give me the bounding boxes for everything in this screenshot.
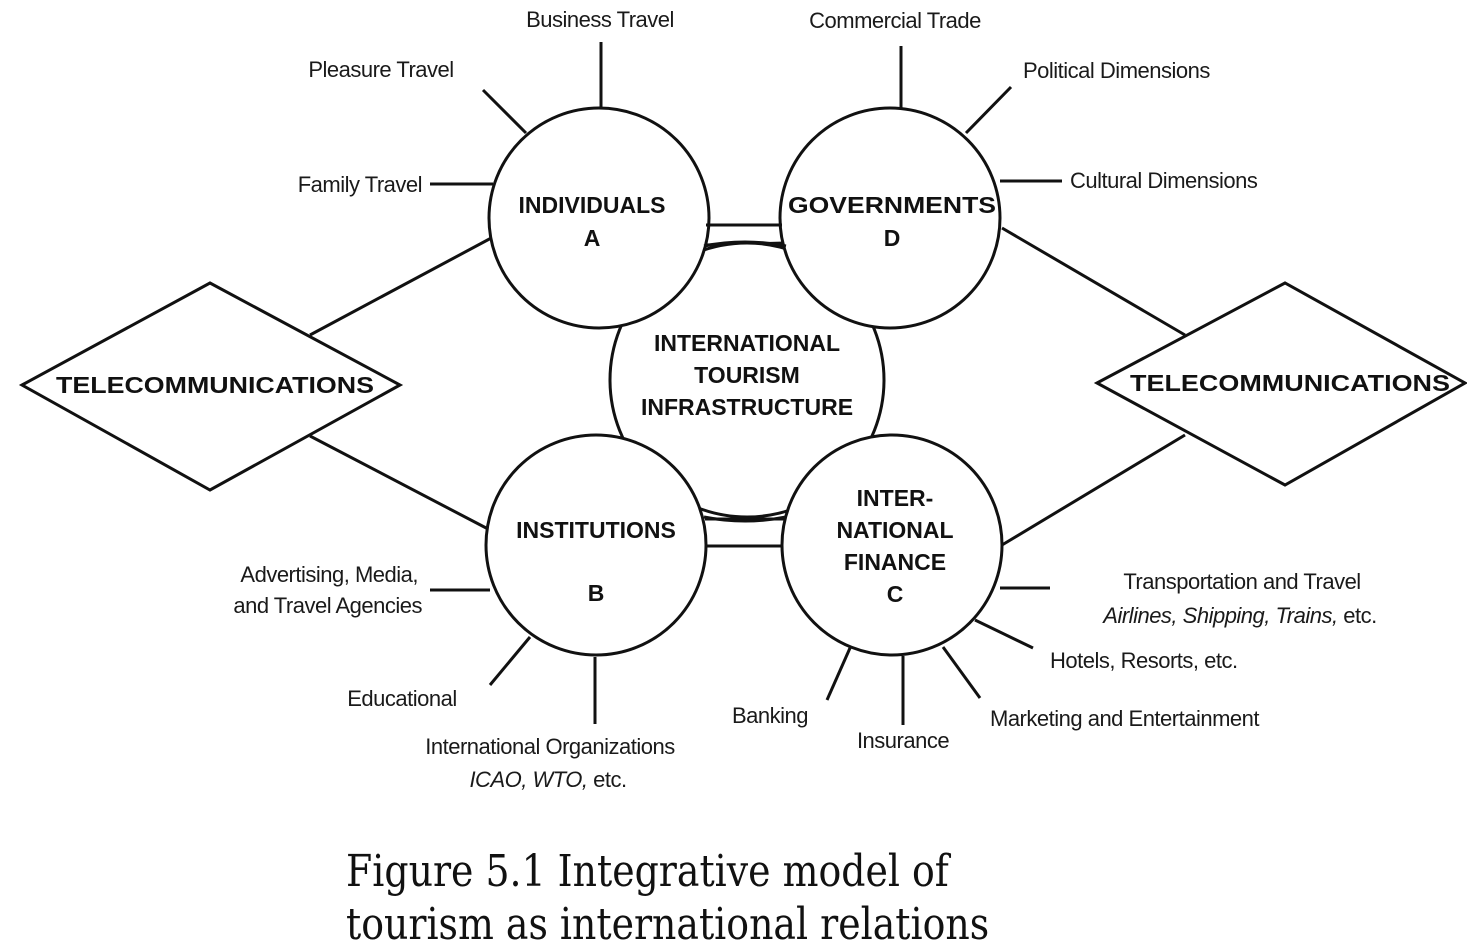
individuals-title: INDIVIDUALS <box>519 192 666 218</box>
label-advertising-line1: Advertising, Media, <box>240 562 418 587</box>
circle-individuals <box>487 106 711 330</box>
label-transportation-examples: Airlines, Shipping, Trains, etc. <box>1101 603 1376 628</box>
finance-letter: C <box>887 581 904 607</box>
label-airlines-shipping-trains: Airlines, Shipping, Trains, <box>1101 603 1337 628</box>
center-label-line3: INFRASTRUCTURE <box>641 394 853 420</box>
institutions-title: INSTITUTIONS <box>516 517 676 543</box>
label-icao-wto: ICAO, WTO, <box>469 767 587 792</box>
diamond-telecom-right <box>1093 281 1467 487</box>
connector-finance-telecom-right <box>1001 433 1186 547</box>
caption-line2: tourism as international relations <box>346 898 990 950</box>
label-family-travel: Family Travel <box>298 172 422 197</box>
spoke-banking <box>825 647 852 701</box>
figure-caption: Figure 5.1 Integrative model of tourism … <box>346 846 989 952</box>
institutions-letter: B <box>588 580 605 606</box>
governments-title: GOVERNMENTS <box>788 192 996 218</box>
finance-line2: NATIONAL <box>836 517 953 543</box>
spoke-marketing <box>941 646 982 699</box>
label-political-dimensions: Political Dimensions <box>1023 58 1210 83</box>
caption-line1: Figure 5.1 Integrative model of <box>346 846 949 897</box>
label-marketing: Marketing and Entertainment <box>990 706 1259 731</box>
label-advertising-line2: and Travel Agencies <box>233 593 422 618</box>
bridge-a-d-bottom-overlay <box>703 240 787 248</box>
finance-line1: INTER- <box>857 485 934 511</box>
center-label-line2: TOURISM <box>694 362 800 388</box>
telecom-left-label: TELECOMMUNICATIONS <box>56 372 374 398</box>
spoke-pleasure-travel <box>481 88 528 135</box>
telecom-right-label: TELECOMMUNICATIONS <box>1130 370 1450 396</box>
connector-individuals-telecom-left <box>309 234 496 337</box>
label-banking: Banking <box>732 703 808 728</box>
tourism-integrative-model-diagram: INTERNATIONAL TOURISM INFRASTRUCTURE IND… <box>18 7 1467 792</box>
spoke-educational <box>488 636 532 686</box>
label-educational: Educational <box>347 686 456 711</box>
label-hotels: Hotels, Resorts, etc. <box>1050 648 1238 673</box>
label-international-organizations-examples: ICAO, WTO, etc. <box>469 767 626 792</box>
center-label-line1: INTERNATIONAL <box>654 330 840 356</box>
connector-institutions-telecom-left <box>309 434 491 532</box>
spoke-political-dimensions <box>964 85 1013 135</box>
circle-institutions <box>484 433 708 657</box>
finance-line3: FINANCE <box>844 549 946 575</box>
label-international-organizations: International Organizations <box>425 734 675 759</box>
label-cultural-dimensions: Cultural Dimensions <box>1070 168 1258 193</box>
label-transport-etc: etc. <box>1338 603 1377 628</box>
label-pleasure-travel: Pleasure Travel <box>308 57 453 82</box>
circle-finance <box>780 433 1004 657</box>
bridge-b-c-top-overlay <box>703 515 787 523</box>
diamond-telecom-left <box>18 281 404 492</box>
label-transportation: Transportation and Travel <box>1123 569 1360 594</box>
label-etc: etc. <box>587 767 626 792</box>
individuals-letter: A <box>584 225 601 251</box>
circle-governments <box>778 106 1002 330</box>
connector-governments-telecom-right <box>1001 226 1186 337</box>
label-commercial-trade: Commercial Trade <box>809 8 981 33</box>
label-business-travel: Business Travel <box>526 7 674 32</box>
label-insurance: Insurance <box>857 728 949 753</box>
governments-letter: D <box>884 225 901 251</box>
spoke-hotels <box>974 618 1034 650</box>
